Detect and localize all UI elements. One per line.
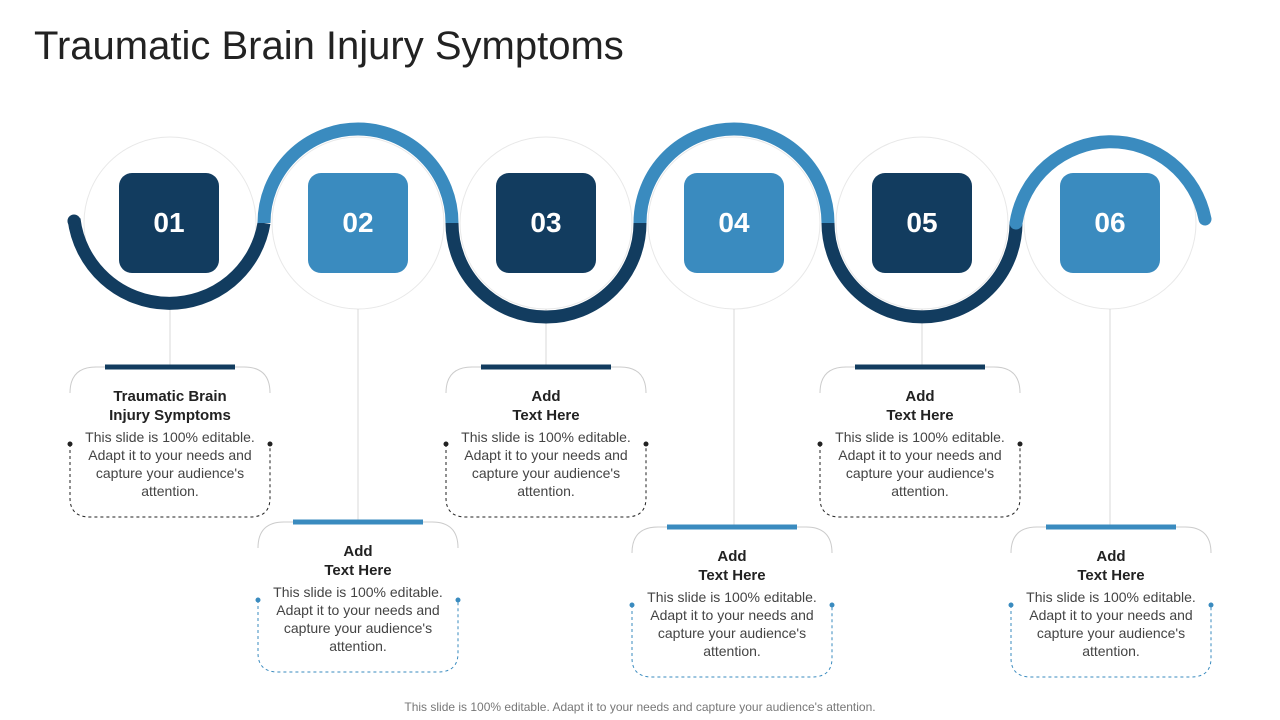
wave-start-cap: [67, 214, 81, 228]
wave-arc-6: [1009, 135, 1212, 230]
step-heading-line2: Text Here: [512, 407, 580, 424]
wave-arc-4: [633, 122, 835, 224]
wave-arc-5: [821, 222, 1023, 324]
step-number-06: 06: [1060, 173, 1160, 273]
step-number-05: 05: [872, 173, 972, 273]
step-card-5: Add Text Here This slide is 100% editabl…: [820, 387, 1020, 500]
step-heading-line2: Text Here: [324, 562, 392, 579]
step-number-03: 03: [496, 173, 596, 273]
card-frame-5: [817, 364, 1023, 518]
step-description: This slide is 100% editable. Adapt it to…: [1026, 589, 1196, 659]
step-heading: Add Text Here: [820, 387, 1020, 425]
step-card-3: Add Text Here This slide is 100% editabl…: [446, 387, 646, 500]
step-card-2: Add Text Here This slide is 100% editabl…: [258, 542, 458, 655]
step-heading-line1: Add: [1096, 548, 1126, 565]
wave-arc-2: [257, 122, 459, 224]
step-heading: Add Text Here: [632, 547, 832, 585]
step-heading-line2: Injury Symptoms: [109, 407, 231, 424]
step-heading: Add Text Here: [1011, 547, 1211, 585]
step-heading: Add Text Here: [258, 542, 458, 580]
step-heading-line1: Add: [531, 388, 561, 405]
page-title: Traumatic Brain Injury Symptoms: [34, 24, 624, 68]
step-heading-line2: Text Here: [886, 407, 954, 424]
step-number-01: 01: [119, 173, 219, 273]
card-frame-2: [255, 519, 461, 673]
step-description: This slide is 100% editable. Adapt it to…: [85, 429, 255, 499]
step-description: This slide is 100% editable. Adapt it to…: [647, 589, 817, 659]
step-card-4: Add Text Here This slide is 100% editabl…: [632, 547, 832, 660]
step-description: This slide is 100% editable. Adapt it to…: [835, 429, 1005, 499]
step-heading: Add Text Here: [446, 387, 646, 425]
step-card-1: Traumatic Brain Injury Symptoms This sli…: [70, 387, 270, 500]
step-heading-line1: Traumatic Brain: [113, 388, 227, 405]
step-description: This slide is 100% editable. Adapt it to…: [461, 429, 631, 499]
wave-arc-3: [445, 222, 647, 324]
step-heading-line1: Add: [717, 548, 747, 565]
card-frame-1: [67, 364, 273, 518]
step-heading-line1: Add: [905, 388, 935, 405]
step-heading-line2: Text Here: [698, 567, 766, 584]
step-description: This slide is 100% editable. Adapt it to…: [273, 584, 443, 654]
step-card-6: Add Text Here This slide is 100% editabl…: [1011, 547, 1211, 660]
card-frame-4: [629, 524, 835, 678]
step-heading-line1: Add: [343, 543, 373, 560]
wave-arc-1: [67, 218, 271, 310]
step-number-04: 04: [684, 173, 784, 273]
card-frame-3: [443, 364, 649, 518]
footer-note: This slide is 100% editable. Adapt it to…: [404, 700, 876, 714]
step-number-02: 02: [308, 173, 408, 273]
step-heading: Traumatic Brain Injury Symptoms: [70, 387, 270, 425]
step-heading-line2: Text Here: [1077, 567, 1145, 584]
card-frame-6: [1008, 524, 1214, 678]
